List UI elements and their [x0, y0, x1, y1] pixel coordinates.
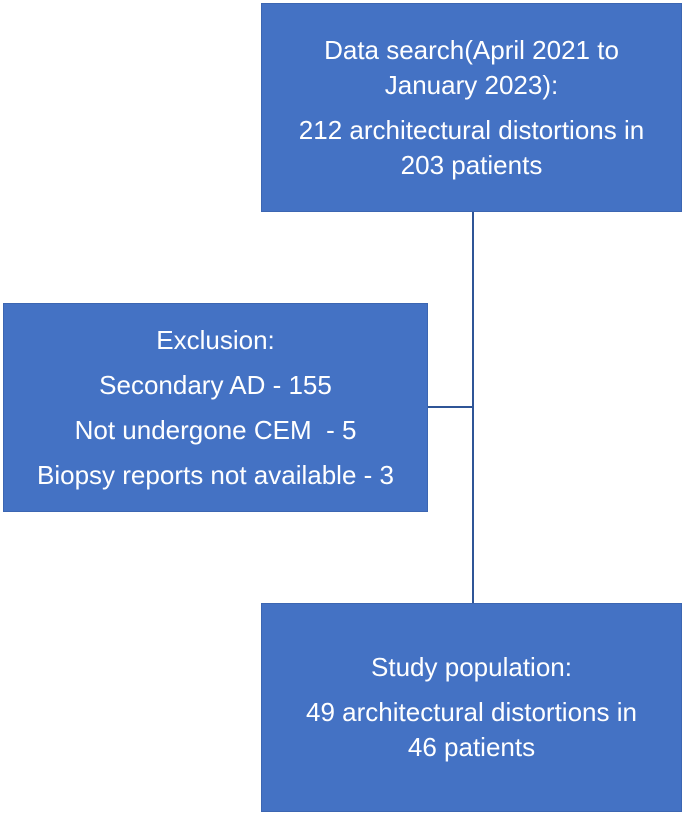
exclusion-item-biopsy-reports: Biopsy reports not available - 3 [37, 458, 394, 493]
exclusion-box: Exclusion: Secondary AD - 155 Not underg… [3, 303, 428, 512]
data-search-box: Data search(April 2021 to January 2023):… [261, 3, 682, 212]
study-population-title: Study population: [371, 650, 572, 685]
data-search-detail: 212 architectural distortions in 203 pat… [299, 113, 644, 183]
study-population-detail-line-2: 46 patients [407, 732, 536, 762]
data-search-title-line-2: January 2023): [384, 69, 559, 100]
data-search-detail-line-1: 212 architectural distortions in [298, 114, 645, 145]
exclusion-item-not-undergone-cem: Not undergone CEM - 5 [75, 413, 357, 448]
exclusion-title: Exclusion: [156, 323, 275, 358]
exclusion-item-not-undergone-cem-line: Not undergone CEM - 5 [74, 414, 357, 445]
connector-vertical-line [472, 212, 474, 603]
study-population-detail-line-1: 49 architectural distortions in [306, 697, 637, 727]
data-search-title-line-1: Data search(April 2021 to [324, 34, 619, 65]
exclusion-title-line: Exclusion: [156, 324, 275, 355]
exclusion-item-secondary-ad: Secondary AD - 155 [99, 368, 332, 403]
study-population-detail: 49 architectural distortions in 46 patie… [306, 695, 637, 765]
exclusion-item-biopsy-reports-line: Biopsy reports not available - 3 [37, 459, 394, 490]
exclusion-item-secondary-ad-line: Secondary AD - 155 [99, 369, 332, 400]
connector-horizontal-line [428, 406, 473, 408]
study-population-box: Study population: 49 architectural disto… [261, 603, 682, 812]
data-search-title: Data search(April 2021 to January 2023): [324, 33, 619, 103]
data-search-detail-line-2: 203 patients [400, 149, 543, 180]
study-population-title-line: Study population: [371, 652, 572, 682]
